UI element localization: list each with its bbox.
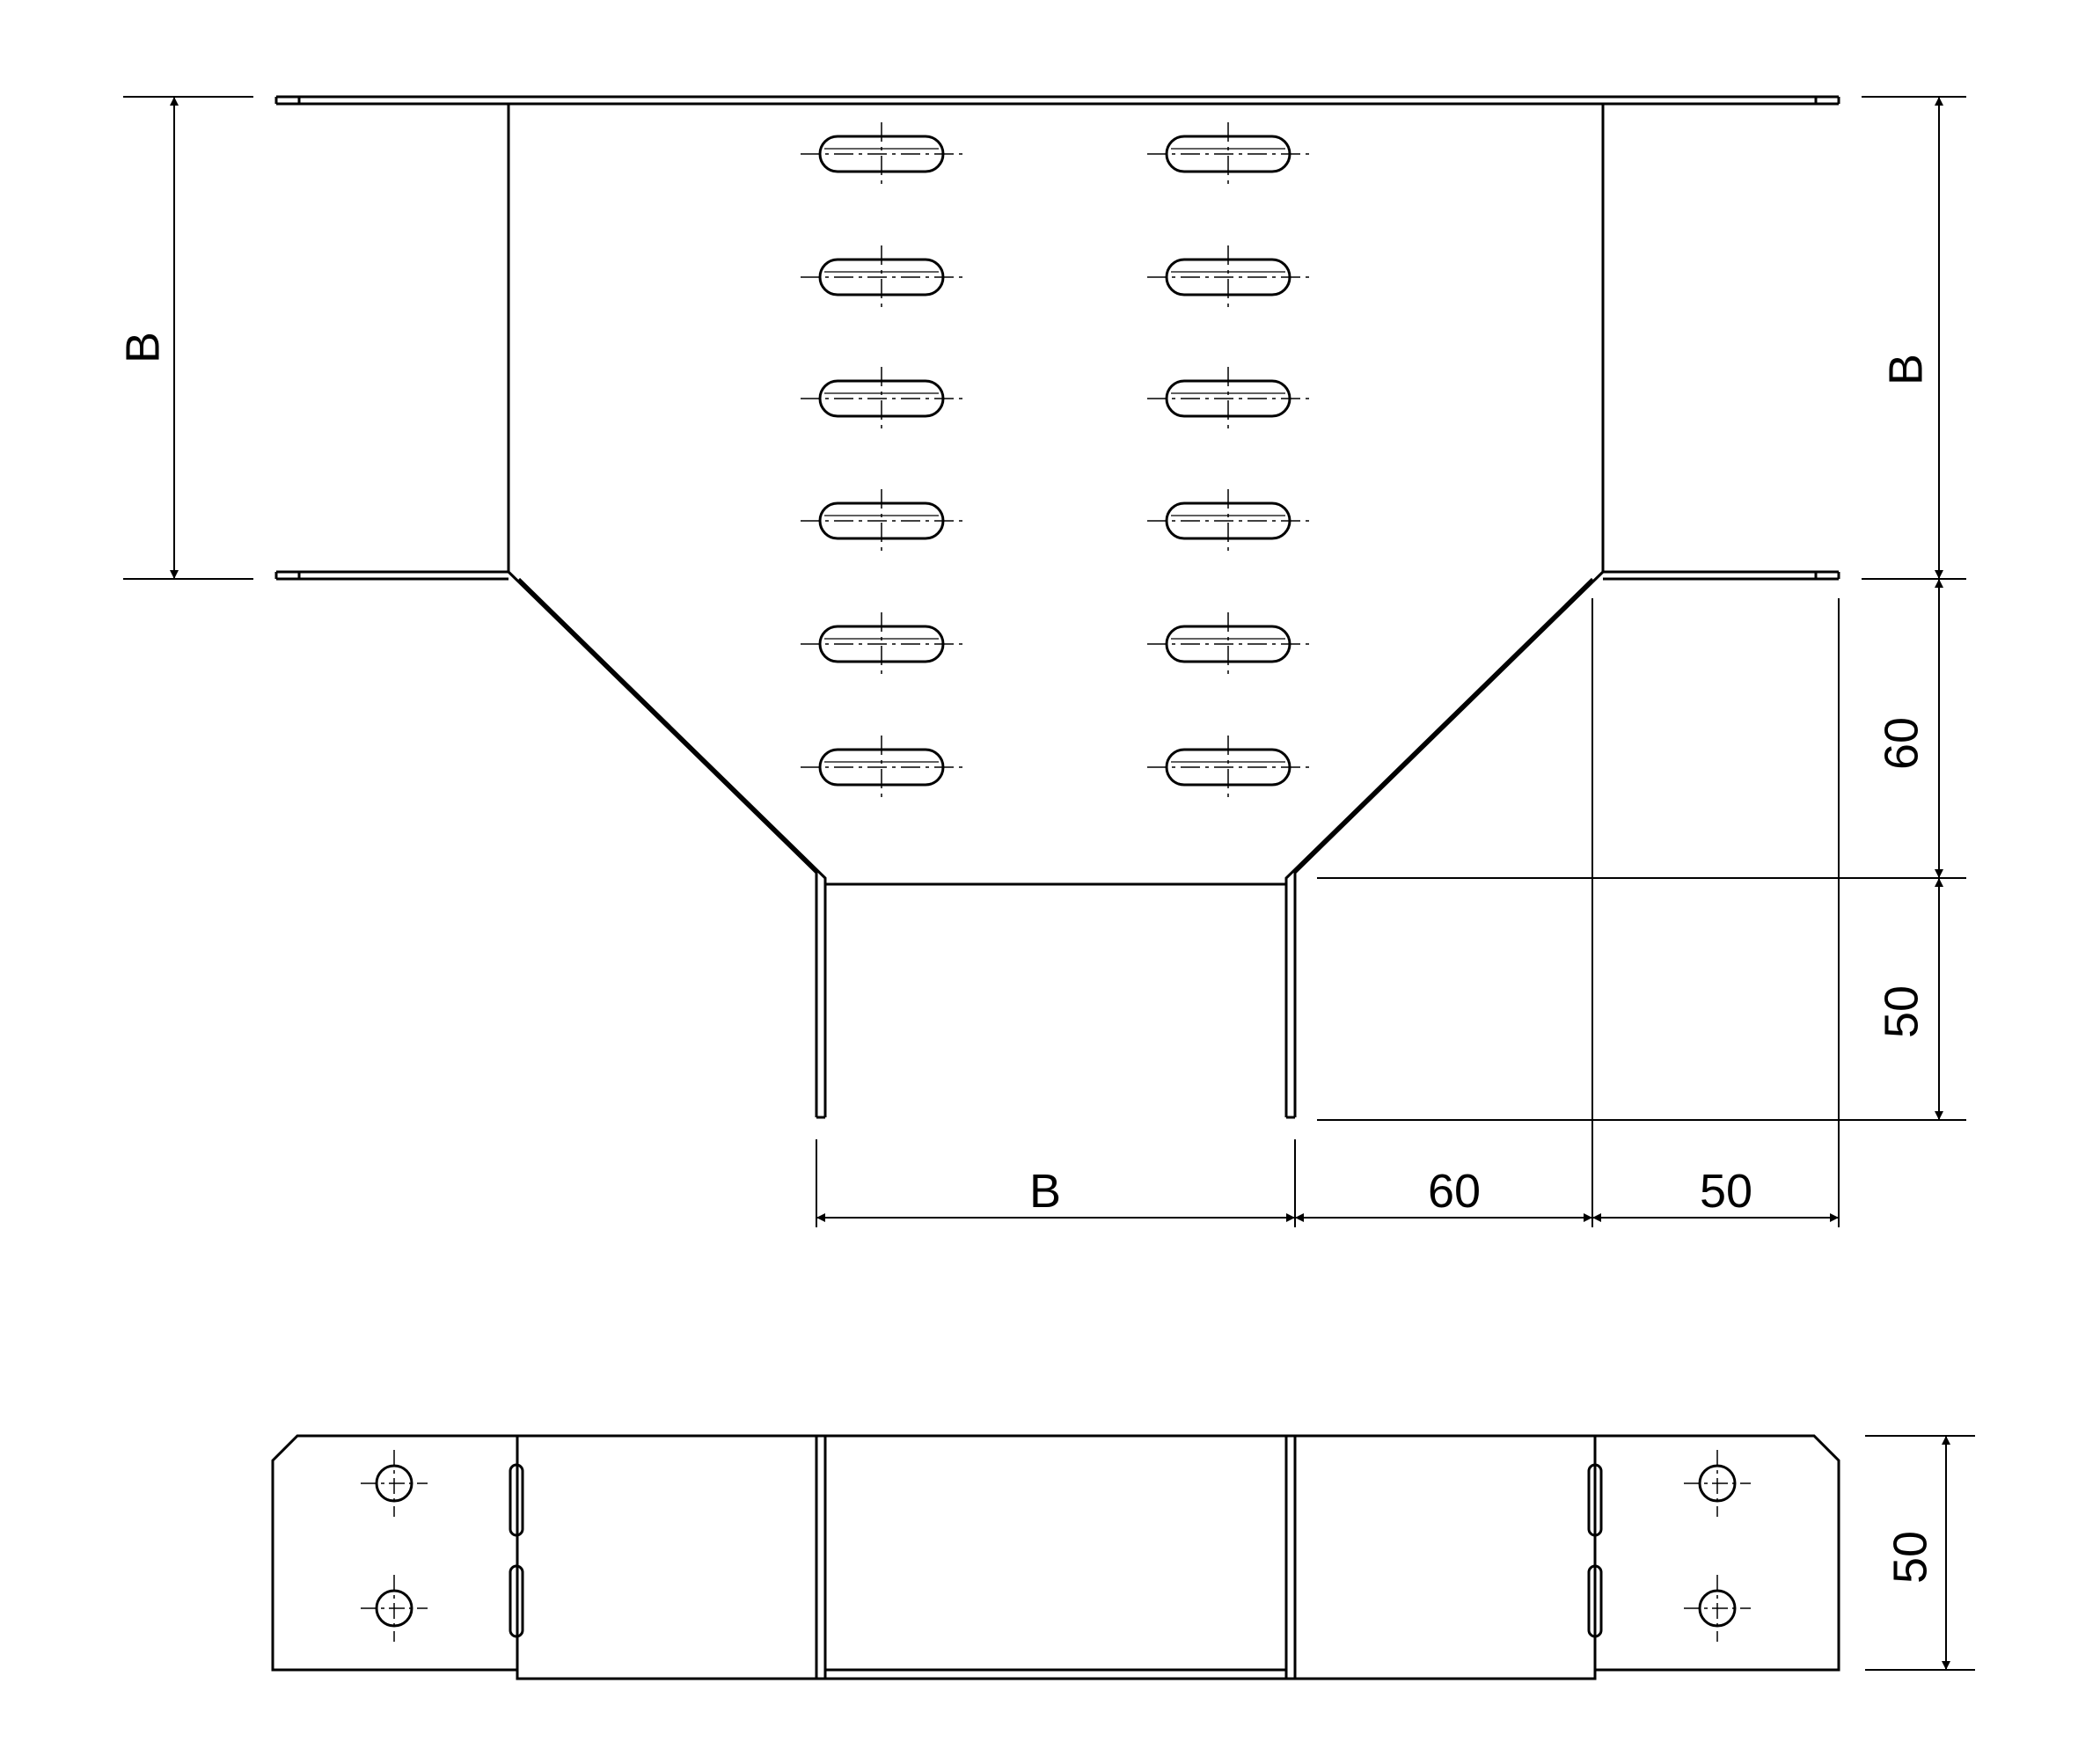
bolt-hole [1684, 1575, 1751, 1642]
slot-holes [801, 122, 1309, 799]
right-arm-flange [1603, 570, 1840, 581]
slot-hole [801, 612, 962, 676]
slot-hole [801, 367, 962, 430]
side-view-outline [271, 1434, 1840, 1680]
left-width-label: B [116, 332, 169, 363]
slot-hole [801, 736, 962, 799]
left-arm-flange [274, 570, 509, 581]
dimension-labels: B B 60 50 B 60 50 50 [116, 332, 1936, 1584]
slot-hole [1147, 736, 1309, 799]
bolt-hole [361, 1575, 428, 1642]
slot-hole [1147, 122, 1309, 186]
left-transition-wall [507, 570, 827, 1119]
slot-hole [1147, 489, 1309, 553]
right-stub-label: 50 [1875, 985, 1928, 1038]
slot-hole [1147, 612, 1309, 676]
slot-hole [1147, 245, 1309, 309]
right-transition-label: 60 [1875, 717, 1928, 770]
bottom-transition-label: 60 [1428, 1165, 1481, 1218]
slot-hole [1147, 367, 1309, 430]
top-flange [274, 95, 1840, 106]
side-height-label: 50 [1884, 1531, 1936, 1584]
bolt-hole [361, 1450, 428, 1517]
slot-hole [801, 122, 962, 186]
bottom-branch-label: B [1029, 1165, 1061, 1218]
right-width-label: B [1879, 354, 1932, 385]
slot-hole [801, 245, 962, 309]
dimension-lines [123, 96, 1975, 1671]
right-transition-wall [1284, 570, 1605, 1119]
top-view [274, 95, 1840, 1119]
bottom-stub-label: 50 [1700, 1165, 1752, 1218]
side-view [271, 1434, 1840, 1680]
seam-slots [509, 1463, 1603, 1638]
slot-hole [801, 489, 962, 553]
bolt-holes [361, 1450, 1751, 1642]
bolt-hole [1684, 1450, 1751, 1517]
